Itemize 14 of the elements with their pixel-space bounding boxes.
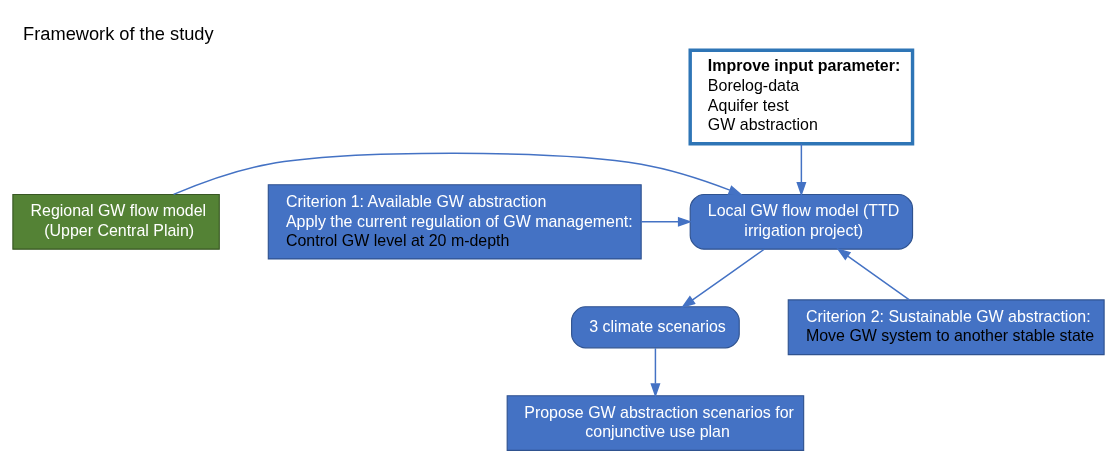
arrow — [650, 347, 661, 398]
node-box: Improve input parameter: Borelog-data Aquifer test GW abstraction — [688, 48, 915, 145]
node-box: Criterion 2: Sustainable GW abstraction: Move GW system to another stable state — [787, 298, 1105, 355]
arrow — [836, 247, 911, 301]
node-box: Regional GW flow model (Upper Central Plain) — [12, 193, 220, 250]
node-box: 3 climate scenarios — [571, 305, 740, 348]
arrow — [796, 142, 807, 196]
node-box: Propose GW abstraction scenarios for conjunctive use plan — [506, 394, 805, 451]
arrow — [640, 216, 693, 227]
node-box: Criterion 1: Available GW abstraction Apply the current regulation of GW management: Control GW level at 20 m-depth — [267, 183, 642, 259]
arrow — [681, 248, 765, 308]
diagram-title: Framework of the study — [23, 22, 214, 44]
node-box: Local GW flow model (TTD irrigation project) — [689, 193, 914, 250]
arrow — [172, 152, 743, 195]
